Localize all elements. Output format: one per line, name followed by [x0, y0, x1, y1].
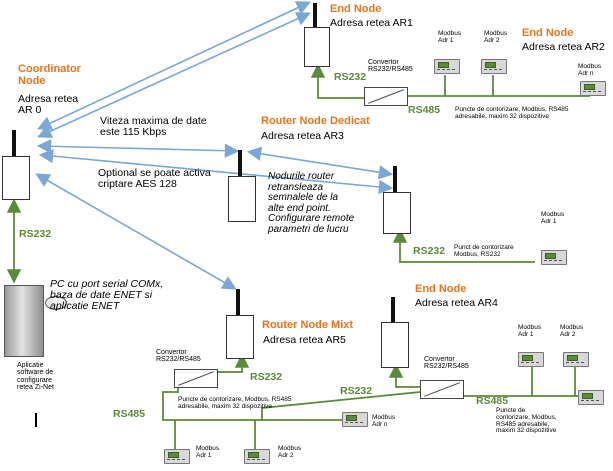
rs232-label-ar5: RS232	[250, 371, 283, 383]
meter-bottom-1	[164, 449, 190, 464]
wire-ar5-conv	[216, 353, 250, 373]
meter-top-1	[434, 59, 460, 74]
end-node-2-address: Adresa retea AR2	[522, 41, 605, 53]
modbus-adrn-top: Modbus Adr n	[578, 63, 602, 77]
pc-server-icon	[4, 285, 44, 357]
points-multi-right: Puncte de contorizare, Modbus, RS485 adr…	[496, 407, 557, 435]
wire-ar1-conv	[310, 63, 364, 99]
router-mixt-device[interactable]	[226, 315, 254, 359]
speed-note: Viteza maxima de date este 115 Kbps	[100, 115, 207, 139]
meter-bottom-n	[342, 412, 368, 427]
meter-right-1	[518, 352, 544, 367]
rs485-label-ar4: RS485	[476, 395, 509, 407]
radio-link-ar0-router	[38, 148, 394, 195]
convertor-label-ar5: Convertor RS232/RS485	[156, 349, 201, 364]
convertor-ar5	[174, 369, 218, 388]
wire-router-meter	[392, 228, 535, 263]
points-multi-top: Puncte de contorizare, Modbus, RS485 adr…	[455, 106, 569, 120]
wire-ar5-convR	[261, 391, 421, 420]
end-node-1-address: Adresa retea AR1	[330, 17, 413, 29]
modbus-adr2-bottom: Modbus Adr 2	[278, 445, 302, 459]
meter-bottom-2	[244, 449, 270, 464]
router-dedicat-title: Router Node Dedicat	[261, 115, 370, 127]
end-node-1-antenna	[313, 3, 317, 29]
modbus-adr1-right: Modbus Adr 1	[518, 324, 542, 338]
coordinator-title: Coordinator Node	[18, 63, 81, 87]
router-dedicat-antenna	[238, 150, 242, 178]
router-mixt-antenna	[236, 289, 240, 317]
aes-note: Optional se poate activa criptare AES 12…	[98, 167, 211, 191]
meter-right-n	[578, 390, 604, 405]
end-node-4-device[interactable]	[381, 322, 409, 368]
coordinator-address: Adresa retea AR 0	[18, 93, 79, 117]
rs232-label-ar4: RS232	[340, 385, 373, 397]
modbus-adrn-bottom: Modbus Adr n	[372, 414, 396, 428]
rs232-label-pc: RS232	[19, 228, 52, 240]
rs485-label-ar1: RS485	[408, 104, 441, 116]
points-multi-bottom: Puncte de contorizare, Modbus, RS485 adr…	[178, 396, 292, 410]
radio-link-ar0-ar1b	[37, 12, 311, 138]
end-node-4-antenna	[391, 297, 395, 325]
router-info-note: Nodurile router retransleaza semnalele d…	[268, 171, 355, 235]
convertor-label-ar4: Convertor RS232/RS485	[424, 356, 469, 371]
router-antenna	[393, 166, 397, 194]
rs232-label-ar1: RS232	[334, 71, 367, 83]
meter-right-2	[563, 352, 589, 367]
convertor-label-ar1: Convertor RS232/RS485	[368, 59, 413, 74]
end-node-4-title: End Node	[415, 283, 467, 295]
coordinator-device[interactable]	[2, 156, 30, 200]
meter-top-2	[481, 59, 507, 74]
points-single: Punct de contorizare Modbus, RS232	[454, 244, 514, 258]
modbus-adr1-bottom: Modbus Adr 1	[196, 445, 220, 459]
coordinator-antenna	[12, 130, 16, 158]
end-node-1-title: End Node	[330, 3, 382, 15]
wire-ar4-convR	[388, 363, 420, 388]
radio-links	[35, 1, 394, 290]
router-device[interactable]	[383, 192, 411, 234]
modbus-adr2-top: Modbus Adr 2	[484, 30, 508, 44]
router-mixt-title: Router Node Mixt	[262, 319, 354, 331]
app-note: Aplicatie software de configurare retea …	[17, 362, 54, 392]
meter-single	[541, 250, 567, 265]
router-mixt-address: Adresa retea AR5	[263, 334, 346, 346]
end-node-2-title: End Node	[522, 27, 574, 39]
end-node-4-address: Adresa retea AR4	[415, 297, 498, 309]
router-dedicat-device[interactable]	[228, 176, 256, 222]
modbus-adr2-right: Modbus Adr 2	[560, 324, 584, 338]
modbus-adr1-single: Modbus Adr 1	[541, 211, 565, 225]
rs232-label-router: RS232	[413, 245, 446, 257]
text-cursor	[35, 413, 37, 427]
meter-top-n	[580, 81, 606, 96]
router-dedicat-address: Adresa retea AR3	[261, 130, 344, 142]
radio-link-ar0-ar5	[35, 173, 237, 290]
radio-link-ar0-ar3	[36, 139, 240, 158]
pc-note: PC cu port serial COMx, baza de date ENE…	[50, 278, 164, 313]
database-icon	[45, 296, 67, 310]
end-node-1-device[interactable]	[304, 27, 330, 67]
rs485-label-ar5: RS485	[113, 408, 146, 420]
convertor-ar1	[364, 87, 408, 106]
wire-conv-bus-ar2	[405, 90, 590, 97]
modbus-adr1-top: Modbus Adr 1	[438, 30, 462, 44]
convertor-ar4	[420, 380, 464, 399]
